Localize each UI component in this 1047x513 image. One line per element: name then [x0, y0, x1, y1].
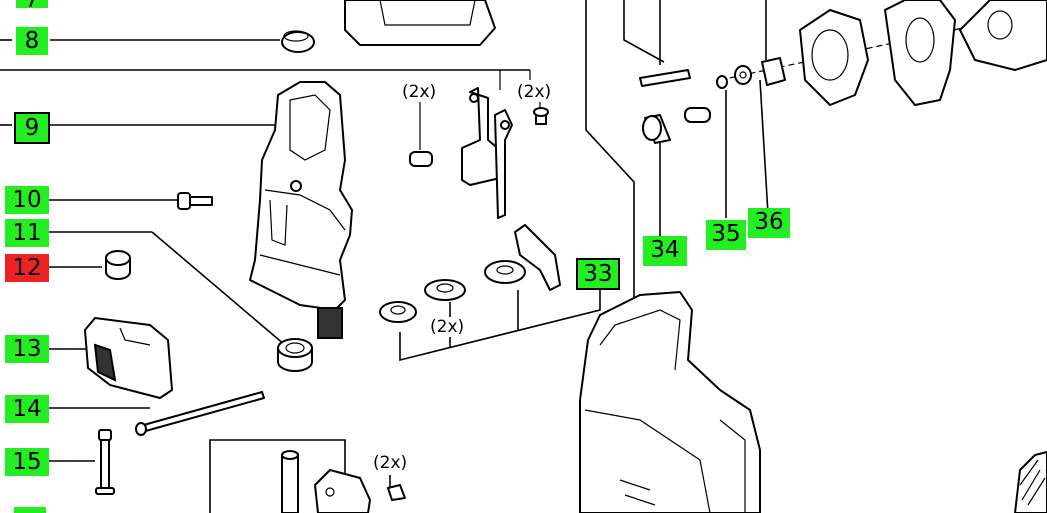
- part-label-7[interactable]: 7: [16, 0, 48, 13]
- part-label-13[interactable]: 13: [5, 335, 49, 363]
- part-9-housing: [249, 81, 353, 339]
- part-35-ring: [716, 75, 728, 89]
- part-label-8[interactable]: 8: [16, 27, 48, 55]
- part-15-bolt: [95, 429, 115, 495]
- part-13-holder: [84, 317, 173, 399]
- part-34-bushing: [642, 114, 671, 144]
- part-label-36[interactable]: 36: [748, 208, 790, 238]
- part-fan-edge: [1014, 451, 1047, 513]
- part-pins-top: [639, 57, 786, 123]
- part-label-11[interactable]: 11: [5, 219, 49, 247]
- part-12-clip: [105, 250, 131, 280]
- qty-label-screw: (2x): [517, 82, 552, 102]
- part-11-sleeve: [277, 338, 313, 372]
- part-bearing-plate: [799, 0, 1047, 106]
- part-label-35[interactable]: 35: [706, 220, 746, 250]
- part-7-bracket: [344, 0, 496, 46]
- part-label-14[interactable]: 14: [5, 395, 49, 423]
- part-33-washers: [379, 224, 561, 323]
- part-spring-clip: [461, 87, 513, 219]
- part-label-10[interactable]: 10: [5, 186, 49, 214]
- qty-label-pin: (2x): [402, 82, 437, 102]
- qty-label-bottom-screw: (2x): [373, 453, 408, 473]
- part-label-33[interactable]: 33: [576, 258, 620, 290]
- part-label-9[interactable]: 9: [14, 112, 50, 144]
- part-36-washer: [734, 65, 752, 85]
- part-label-15[interactable]: 15: [5, 448, 49, 476]
- part-label-12[interactable]: 12: [5, 254, 49, 282]
- part-pins-2x: [409, 107, 549, 167]
- part-10-screw: [177, 192, 213, 210]
- part-bottom-rod: [281, 450, 299, 513]
- part-bottom-holder: [314, 469, 406, 513]
- part-handle: [579, 291, 761, 513]
- part-8-sleeve: [281, 30, 315, 53]
- part-label-16-partial: [14, 507, 46, 513]
- qty-label-washer: (2x): [430, 317, 465, 337]
- part-label-34[interactable]: 34: [643, 236, 687, 266]
- part-14-pin: [135, 391, 265, 436]
